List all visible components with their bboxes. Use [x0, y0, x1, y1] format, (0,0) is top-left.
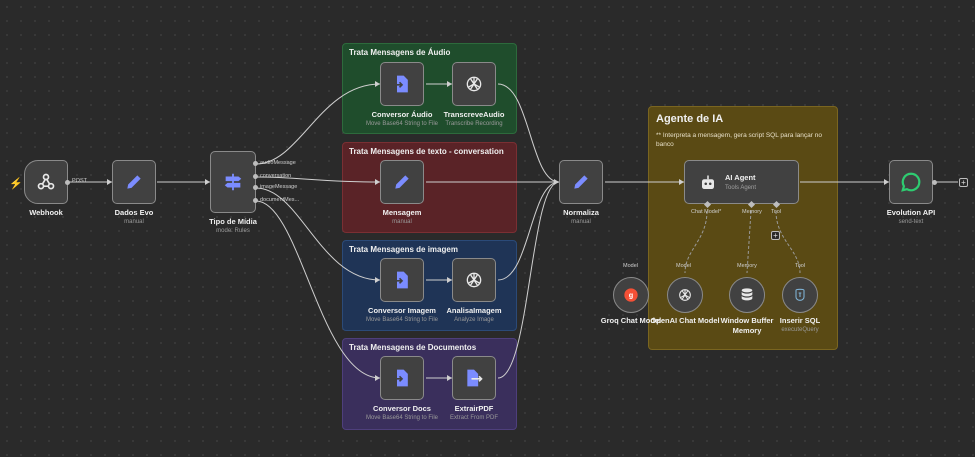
port-label-conversation: conversation	[260, 173, 292, 179]
evolution-api-sub: send-text	[898, 219, 924, 225]
port-conversation[interactable]	[253, 174, 258, 179]
port-label-image: imageMessage	[260, 184, 298, 190]
analisa-imagem-sub: Analyze Image	[454, 317, 494, 323]
dados-evo-label: Dados Evo	[114, 208, 154, 217]
extrair-pdf-sub: Extract From PDF	[449, 415, 499, 421]
openai-icon	[466, 272, 482, 288]
conversor-imagem-label: Conversor Imagem	[368, 306, 436, 315]
openai-model-port-label: Model	[676, 263, 691, 269]
pencil-icon	[127, 175, 141, 189]
port-document[interactable]	[253, 198, 258, 203]
conversor-docs-label: Conversor Docs	[373, 404, 431, 413]
webhook-icon	[37, 173, 55, 190]
add-node-button[interactable]: +	[959, 178, 968, 187]
add-tool-button[interactable]: +	[771, 231, 780, 240]
normaliza-node[interactable]	[559, 160, 603, 204]
sticky-texto-title: Trata Mensagens de texto - conversation	[349, 147, 504, 156]
mensagem-sub: manual	[392, 219, 412, 225]
conversor-imagem-node[interactable]	[380, 258, 424, 302]
tipo-midia-node[interactable]	[210, 151, 256, 213]
file-import-icon	[394, 271, 408, 289]
openai-icon	[466, 76, 482, 92]
transcreve-audio-label: TranscreveAudio	[443, 110, 505, 119]
conversor-docs-node[interactable]	[380, 356, 424, 400]
signpost-icon	[224, 173, 242, 191]
groq-icon: g	[624, 288, 638, 302]
port-label-tool: Tool	[771, 209, 782, 215]
conversor-docs-sub: Move Base64 String to File	[365, 415, 439, 421]
port-image[interactable]	[253, 185, 258, 190]
tipo-midia-sub: mode: Rules	[216, 228, 250, 234]
mensagem-node[interactable]	[380, 160, 424, 204]
chat-bubble-icon	[901, 172, 921, 192]
sticky-imagem-title: Trata Mensagens de imagem	[349, 245, 458, 254]
port-label-document: documentMes...	[260, 197, 300, 203]
svg-text:g: g	[629, 291, 633, 300]
conversor-audio-label: Conversor Áudio	[371, 110, 433, 119]
dados-evo-node[interactable]	[112, 160, 156, 204]
evolution-api-label: Evolution API	[886, 208, 936, 217]
conversor-audio-node[interactable]	[380, 62, 424, 106]
openai-chat-model-label: OpenAI Chat Model	[650, 316, 720, 325]
webhook-output-port[interactable]	[65, 180, 70, 185]
tipo-midia-label: Tipo de Mídia	[209, 217, 257, 226]
tool-in-port-label: Tool	[795, 263, 806, 269]
conversor-imagem-sub: Move Base64 String to File	[365, 317, 439, 323]
analisa-imagem-label: AnalisaImagem	[446, 306, 502, 315]
extrair-pdf-label: ExtrairPDF	[454, 404, 494, 413]
ai-agent-sub: Tools Agent	[725, 185, 757, 191]
pencil-icon	[574, 175, 588, 189]
ai-agent-node[interactable]: AI Agent Tools Agent	[684, 160, 799, 204]
pencil-icon	[395, 175, 409, 189]
extrair-pdf-node[interactable]	[452, 356, 496, 400]
transcreve-audio-sub: Transcribe Recording	[445, 121, 503, 127]
file-import-icon	[394, 75, 408, 93]
port-audio[interactable]	[253, 161, 258, 166]
file-export-icon	[467, 369, 483, 387]
sticky-texto[interactable]: Trata Mensagens de texto - conversation	[342, 142, 517, 233]
conversor-audio-sub: Move Base64 String to File	[365, 121, 439, 127]
normaliza-sub: manual	[571, 219, 591, 225]
memory-in-port-label: Memory	[737, 263, 757, 269]
sticky-agente-title: Agente de IA	[656, 113, 724, 125]
port-label-memory: Memory	[742, 209, 762, 215]
evolution-api-output-port[interactable]	[932, 180, 937, 185]
port-label-post: POST	[72, 178, 87, 184]
groq-model-port-label: Model	[623, 263, 638, 269]
groq-chat-model-label: Groq Chat Model	[600, 316, 662, 325]
window-buffer-memory-label: Window Buffer Memory	[720, 316, 774, 335]
groq-chat-model-node[interactable]: g	[613, 277, 649, 313]
dados-evo-sub: manual	[124, 219, 144, 225]
file-import-icon	[394, 369, 408, 387]
analisa-imagem-node[interactable]	[452, 258, 496, 302]
robot-icon	[702, 175, 714, 189]
postgres-icon	[795, 288, 805, 301]
database-icon	[741, 288, 753, 301]
sticky-agente-description: ** Interpreta a mensagem, gera script SQ…	[656, 132, 822, 148]
inserir-sql-sub: executeQuery	[781, 327, 819, 333]
webhook-node[interactable]	[24, 160, 68, 204]
trigger-bolt-icon: ⚡	[9, 178, 23, 190]
port-label-audio: audioMessage	[260, 160, 296, 166]
sticky-docs-title: Trata Mensagens de Documentos	[349, 343, 477, 352]
openai-icon	[679, 289, 691, 301]
mensagem-label: Mensagem	[382, 208, 422, 217]
normaliza-label: Normaliza	[563, 208, 599, 217]
port-label-chat-model: Chat Model*	[691, 209, 722, 215]
window-buffer-memory-node[interactable]	[729, 277, 765, 313]
transcreve-audio-node[interactable]	[452, 62, 496, 106]
webhook-label: Webhook	[29, 208, 63, 217]
sticky-audio-title: Trata Mensagens de Áudio	[349, 48, 451, 57]
inserir-sql-node[interactable]	[782, 277, 818, 313]
sticky-agente[interactable]: Agente de IA ** Interpreta a mensagem, g…	[648, 106, 838, 350]
inserir-sql-label: Inserir SQL	[779, 316, 821, 325]
evolution-api-node[interactable]	[889, 160, 933, 204]
ai-agent-label: AI Agent	[725, 173, 756, 182]
openai-chat-model-node[interactable]	[667, 277, 703, 313]
